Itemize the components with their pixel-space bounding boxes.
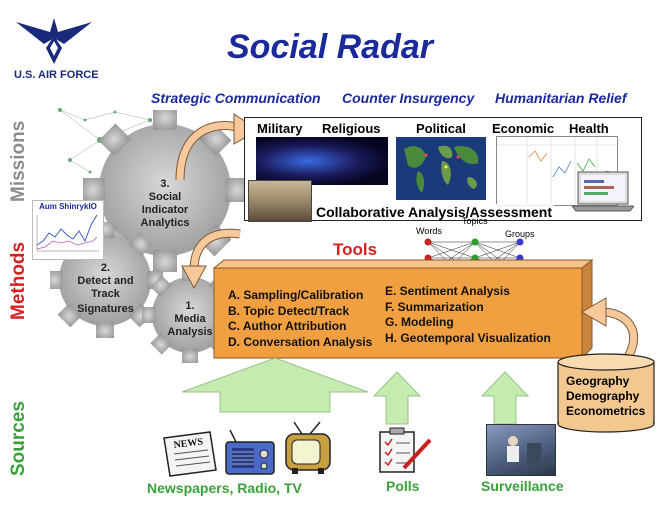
section-label-methods: Methods xyxy=(8,241,29,320)
panel-heading-political: Political xyxy=(416,121,466,136)
source-label-polls: Polls xyxy=(386,478,420,494)
tool-sampling: A. Sampling/Calibration xyxy=(228,288,364,302)
tool-sentiment-analysis: E. Sentiment Analysis xyxy=(385,284,510,298)
tool-geotemporal-visualization: H. Geotemporal Visualization xyxy=(385,330,551,345)
source-label-surveillance: Surveillance xyxy=(481,478,564,494)
mini-chart-label: Aum ShinrykIO xyxy=(39,202,97,211)
source-arrow-polls xyxy=(372,371,422,425)
network-label-groups: Groups xyxy=(505,229,535,239)
tools-title: Tools xyxy=(333,240,378,259)
mission-label-counter: Counter Insurgency xyxy=(342,90,475,106)
source-label-media: Newspapers, Radio, TV xyxy=(147,480,302,496)
tool-author-attribution: C. Author Attribution xyxy=(228,319,347,333)
mini-chart-plot xyxy=(36,214,99,252)
cylinder-demography: Demography xyxy=(566,389,640,403)
tv-icon xyxy=(285,421,331,474)
panel-heading-economic: Economic xyxy=(492,121,555,136)
radio-icon xyxy=(225,429,275,475)
world-map-image xyxy=(396,137,486,200)
laptop-image xyxy=(570,170,636,212)
network-label-topics: Topics xyxy=(462,216,488,226)
tool-conversation-analysis: D. Conversation Analysis xyxy=(228,334,373,349)
panel-heading-religious: Religious xyxy=(322,121,381,136)
svg-text:NEWS: NEWS xyxy=(173,436,204,451)
panel-heading-health: Health xyxy=(569,121,609,136)
panel-heading-military: Military xyxy=(257,121,303,136)
tool-summarization: F. Summarization xyxy=(385,299,484,314)
panel-caption: Collaborative Analysis/Assessment xyxy=(314,204,555,220)
meeting-photo-image xyxy=(248,180,312,222)
tools-list-right: E. Sentiment Analysis F. Summarization G… xyxy=(385,284,551,346)
mini-chart: Aum ShinrykIO xyxy=(32,200,104,260)
data-cylinder xyxy=(557,353,655,433)
page-title: Social Radar xyxy=(227,28,433,66)
tools-list-left: A. Sampling/Calibration B. Topic Detect/… xyxy=(228,288,372,350)
surveillance-photo-image xyxy=(486,424,556,476)
clipboard-icon xyxy=(379,427,432,473)
tool-modeling: G. Modeling xyxy=(385,315,454,329)
section-label-sources: Sources xyxy=(8,401,29,476)
logo-text: U.S. AIR FORCE xyxy=(14,69,99,81)
network-label-words: Words xyxy=(416,226,442,236)
cylinder-labels: Geography Demography Econometrics xyxy=(566,374,645,419)
air-force-wings-icon xyxy=(16,18,92,64)
source-arrow-surveillance xyxy=(480,371,530,425)
cylinder-econometrics: Econometrics xyxy=(566,404,646,418)
cylinder-geography: Geography xyxy=(566,374,630,388)
section-label-missions: Missions xyxy=(8,120,29,202)
tools-box xyxy=(212,258,594,360)
scatter-visualization-image xyxy=(256,137,388,185)
mission-label-humanitarian: Humanitarian Relief xyxy=(495,90,627,106)
source-arrow-media xyxy=(181,357,369,413)
newspaper-icon: NEWS xyxy=(163,431,217,477)
tool-topic-detect: B. Topic Detect/Track xyxy=(228,303,350,318)
mission-label-strategic: Strategic Communication xyxy=(151,90,321,106)
curved-arrow-middle xyxy=(181,228,241,290)
air-force-logo: U.S. AIR FORCE xyxy=(14,14,99,84)
curved-arrow-right xyxy=(581,297,639,363)
